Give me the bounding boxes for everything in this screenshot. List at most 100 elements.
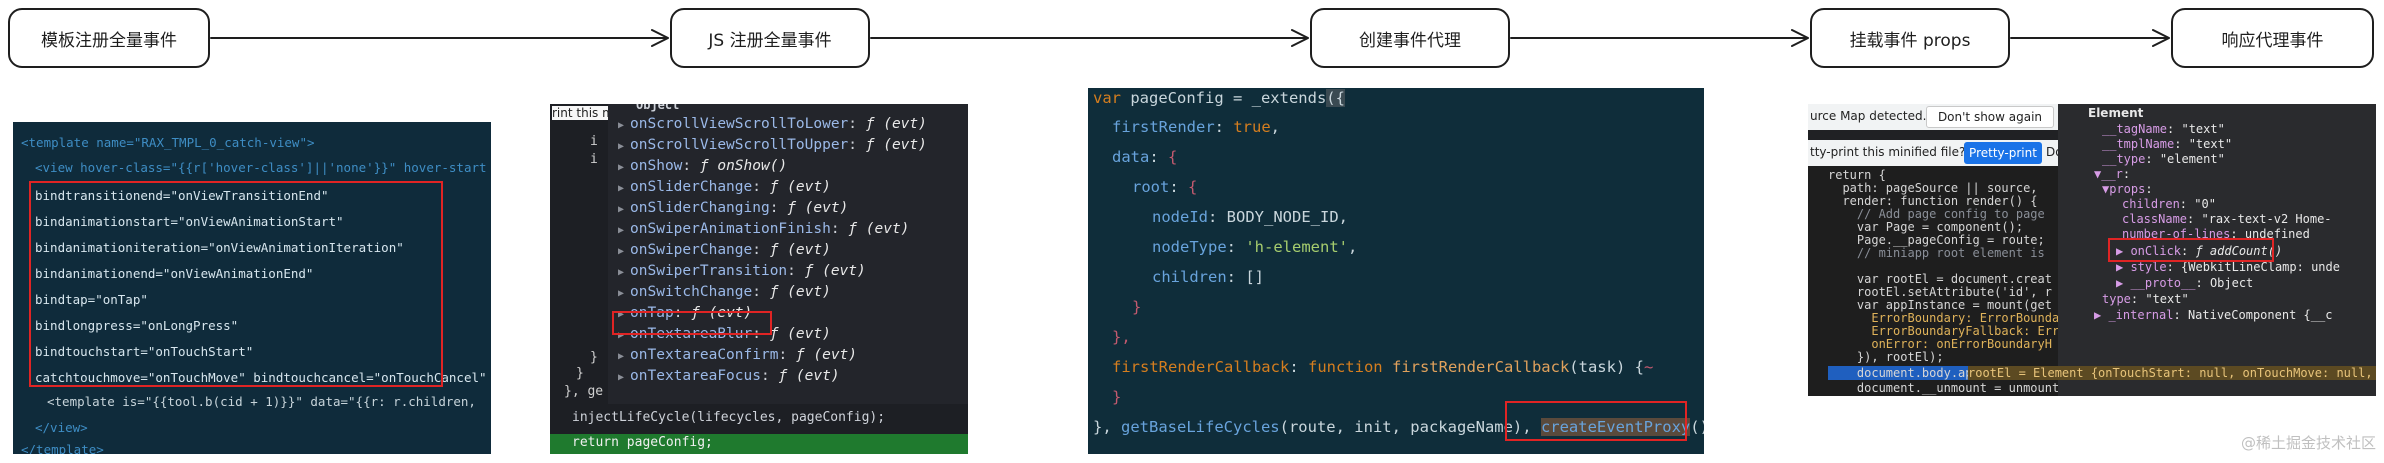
event-proxy-code-screenshot: var pageConfig = _extends({ firstRender:… <box>1088 88 1704 454</box>
highlight-box <box>29 181 443 387</box>
object-label: Object <box>636 104 680 112</box>
code-line: bindlongpress="onLongPress" <box>35 318 239 333</box>
step-label: 创建事件代理 <box>1359 30 1461 51</box>
code-line: children: [] <box>1152 268 1264 286</box>
code-line: path: pageSource || source, <box>1828 181 2038 195</box>
gutter-line: } <box>576 366 584 381</box>
code-line: <template is="{{tool.b(cid + 1)}}" data=… <box>47 394 476 409</box>
step-mount-props: 挂载事件 props <box>1810 8 2010 68</box>
code-line: bindanimationiteration="onViewAnimationI… <box>35 240 404 255</box>
expand-icon: ▶ <box>618 120 625 131</box>
source-code: return { path: pageSource || source, ren… <box>1808 166 2218 396</box>
code-line: data: { <box>1112 148 1178 166</box>
code-line: bindanimationend="onViewAnimationEnd" <box>35 266 314 281</box>
object-popup: Object ▶onScrollViewScrollToLower: ƒ (ev… <box>608 104 968 404</box>
code-line: return { <box>1828 168 1886 182</box>
flow-arrows <box>210 29 2170 47</box>
arrow-1 <box>210 29 669 47</box>
source-map-bar: urce Map detected. Don't show again <box>1808 104 2058 130</box>
arrow-2 <box>870 29 1309 47</box>
object-item[interactable]: ▶onSliderChanging: ƒ (evt) <box>618 200 849 216</box>
object-item[interactable]: ▶onSliderChange: ƒ (evt) <box>618 179 831 195</box>
step-label: JS 注册全量事件 <box>708 30 832 51</box>
dont-show-again-button[interactable]: Don't show again <box>1926 106 2054 128</box>
prop-line[interactable]: ▶ _internal: NativeComponent {__c <box>2094 308 2333 322</box>
source-map-text: urce Map detected. <box>1810 109 1927 123</box>
code-line: <template name="RAX_TMPL_0_catch-view"> <box>21 135 315 150</box>
prop-line[interactable]: ▶ __proto__: Object <box>2116 276 2254 290</box>
arrow-3 <box>1510 29 1809 47</box>
expand-icon: ▶ <box>618 162 625 173</box>
code-line: catchtouchmove="onTouchMove" bindtouchca… <box>35 370 487 385</box>
object-item[interactable]: ▶onShow: ƒ onShow() <box>618 158 788 174</box>
expand-icon: ▶ <box>618 225 625 236</box>
gutter-line: } <box>590 350 598 365</box>
expand-icon: ▶ <box>618 246 625 257</box>
prop-line[interactable]: ▼__r: <box>2094 167 2131 181</box>
expand-icon: ▶ <box>618 309 625 320</box>
element-label: Element <box>2088 106 2144 120</box>
watermark: @稀土掘金技术社区 <box>2240 434 2376 452</box>
object-item[interactable]: ▶onTextareaFocus: ƒ (evt) <box>618 368 840 384</box>
code-line: return pageConfig; <box>572 435 713 450</box>
prop-line-onclick[interactable]: ▶ onClick: ƒ addCount() <box>2116 244 2283 258</box>
code-line: nodeType: 'h-element', <box>1152 238 1358 256</box>
object-item[interactable]: ▶onSwiperAnimationFinish: ƒ (evt) <box>618 221 910 237</box>
code-line: ErrorBoundaryFallback: Err <box>1828 324 2060 338</box>
code-line: var Page = component(); <box>1828 220 2024 234</box>
prop-line[interactable]: ▼props: <box>2102 182 2153 196</box>
highlight-box <box>612 311 772 335</box>
code-line: </template> <box>21 442 104 454</box>
code-line: firstRender: true, <box>1112 118 1280 136</box>
element-inspector: Element __tagName: "text" __tmplName: "t… <box>2058 104 2376 396</box>
pretty-print-button[interactable]: Pretty-print <box>1964 142 2042 164</box>
code-line: } <box>1132 298 1142 316</box>
object-item[interactable]: ▶onSwitchChange: ƒ (evt) <box>618 284 831 300</box>
gutter-line: }, ge <box>564 384 604 399</box>
prop-line: className: "rax-text-v2 Home- <box>2122 212 2332 226</box>
code-line: var appInstance = mount(get <box>1828 298 2052 312</box>
code-line: bindanimationstart="onViewAnimationStart… <box>35 214 344 229</box>
expand-icon: ▶ <box>618 288 625 299</box>
code-line: bindtap="onTap" <box>35 292 148 307</box>
step-label: 响应代理事件 <box>2221 30 2324 51</box>
object-item-ontap[interactable]: ▶onTap: ƒ (evt) <box>618 305 753 321</box>
step-js-register: JS 注册全量事件 <box>670 8 870 68</box>
expand-icon: ▶ <box>618 204 625 215</box>
prop-line: __type: "element" <box>2102 152 2225 166</box>
step-create-proxy: 创建事件代理 <box>1310 8 1510 68</box>
code-line: rootEl.setAttribute('id', r <box>1828 285 2052 299</box>
arrow-4 <box>2010 29 2170 47</box>
code-line: } <box>1112 388 1122 406</box>
code-line: root: { <box>1132 178 1198 196</box>
step-label: 挂载事件 props <box>1849 30 1971 51</box>
object-item[interactable]: ▶onScrollViewScrollToLower: ƒ (evt) <box>618 116 927 132</box>
props-element-screenshot: urce Map detected. Don't show again tty-… <box>1808 104 2376 396</box>
object-item[interactable]: ▶onScrollViewScrollToUpper: ƒ (evt) <box>618 137 927 153</box>
expand-icon: ▶ <box>618 141 625 152</box>
gutter-line: i <box>590 134 598 149</box>
code-line: <view hover-class="{{r['hover-class']||'… <box>35 160 487 175</box>
code-line: bindtransitionend="onViewTransitionEnd" <box>35 188 329 203</box>
code-line: }, <box>1112 328 1131 346</box>
gutter-line: i <box>590 152 598 167</box>
object-item[interactable]: ▶onTextareaConfirm: ƒ (evt) <box>618 347 858 363</box>
pretty-print-bar: tty-print this minified file? Pretty-pri… <box>1808 140 2063 166</box>
code-line: injectLifeCycle(lifecycles, pageConfig); <box>572 410 886 425</box>
prop-line[interactable]: ▶ style: {WebkitLineClamp: unde <box>2116 260 2340 274</box>
highlight-box <box>1505 401 1687 441</box>
object-item[interactable]: ▶onSwiperTransition: ƒ (evt) <box>618 263 866 279</box>
code-line: bindtouchstart="onTouchStart" <box>35 344 254 359</box>
current-line-bar: return pageConfig; <box>550 434 968 454</box>
expand-icon: ▶ <box>618 330 625 341</box>
prop-line: children: "0" <box>2122 197 2216 211</box>
expand-icon: ▶ <box>618 351 625 362</box>
header-text: rint this m <box>552 106 614 120</box>
prop-line: __tmplName: "text" <box>2102 137 2233 151</box>
pretty-print-text: tty-print this minified file? <box>1810 145 1966 159</box>
code-line: nodeId: BODY_NODE_ID, <box>1152 208 1348 226</box>
prop-line: number-of-lines: undefined <box>2122 227 2310 241</box>
js-events-screenshot: rint this m i i } } }, ge Object ▶onScro… <box>550 104 968 454</box>
step-respond-proxy: 响应代理事件 <box>2171 8 2374 68</box>
object-item[interactable]: ▶onSwiperChange: ƒ (evt) <box>618 242 831 258</box>
